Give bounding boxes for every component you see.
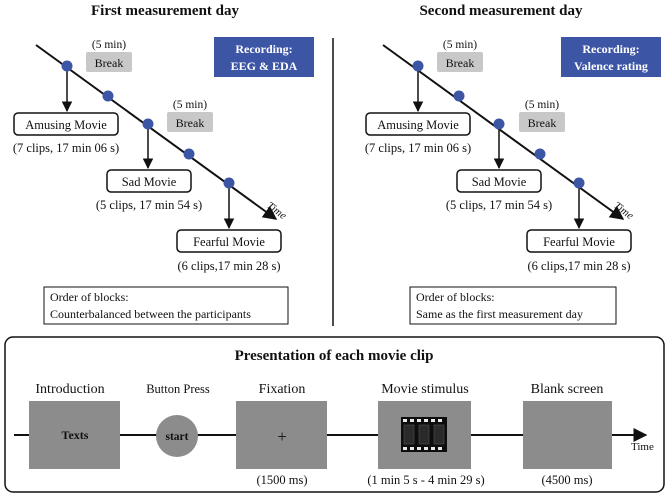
order-of-blocks-box: [409, 286, 617, 325]
order-of-blocks-box: [43, 286, 289, 325]
fearful-movie-box: [526, 229, 632, 253]
amusing-movie-box: [365, 112, 471, 136]
sad-movie-detail: (5 clips, 17 min 54 s): [446, 198, 552, 212]
movie-stimulus-duration: (1 min 5 s - 4 min 29 s): [367, 473, 484, 487]
timeline-arrow: [382, 44, 625, 220]
amusing-movie-label: Amusing Movie: [25, 118, 107, 132]
introduction-screen-text: Texts: [62, 428, 89, 442]
timeline-dot: [102, 90, 114, 102]
timeline-dot: [534, 148, 546, 160]
recording-box: [561, 37, 661, 77]
break2-box: [519, 112, 565, 132]
presentation-title: Presentation of each movie clip: [235, 348, 434, 364]
button-press-label: Button Press: [146, 382, 210, 396]
introduction-label: Introduction: [35, 382, 104, 397]
order-title: Order of blocks:: [416, 290, 495, 304]
timeline-dot: [573, 177, 585, 189]
break1-box: [437, 52, 483, 72]
sad-movie-detail: (5 clips, 17 min 54 s): [96, 198, 202, 212]
time-label: Time: [631, 441, 654, 453]
timeline-dot: [412, 60, 424, 72]
amusing-movie-detail: (7 clips, 17 min 06 s): [13, 141, 119, 155]
break1-duration: (5 min): [443, 39, 477, 51]
break2-duration: (5 min): [525, 99, 559, 111]
amusing-movie-label: Amusing Movie: [377, 118, 459, 132]
fixation-duration: (1500 ms): [256, 473, 307, 487]
break1-label: Break: [446, 56, 475, 70]
first-day-panel: First measurement day Recording: EEG & E…: [13, 3, 314, 325]
sad-movie-box: [106, 169, 192, 193]
second-day-title: Second measurement day: [419, 3, 583, 19]
timeline-dot: [453, 90, 465, 102]
amusing-movie-box: [13, 112, 119, 136]
sad-movie-label: Sad Movie: [472, 175, 527, 189]
timeline-dot: [493, 118, 505, 130]
timeline-dot: [183, 148, 195, 160]
fixation-label: Fixation: [259, 382, 306, 397]
movie-clip-presentation-panel: Presentation of each movie clip Time Int…: [4, 336, 665, 493]
timeline-arrow: [35, 44, 278, 220]
sad-movie-label: Sad Movie: [122, 175, 177, 189]
recording-title: Recording:: [582, 42, 639, 56]
break2-label: Break: [176, 116, 205, 130]
fearful-movie-detail: (6 clips,17 min 28 s): [527, 259, 630, 273]
timeline-dot: [61, 60, 73, 72]
order-description: Counterbalanced between the participants: [50, 307, 251, 321]
break1-box: [86, 52, 132, 72]
first-day-title: First measurement day: [91, 3, 240, 19]
timeline-dot: [142, 118, 154, 130]
movie-stimulus-label: Movie stimulus: [381, 382, 469, 397]
fearful-movie-label: Fearful Movie: [193, 235, 265, 249]
break2-box: [167, 112, 213, 132]
blank-screen: [523, 401, 612, 469]
second-day-panel: Second measurement day Recording: Valenc…: [365, 3, 661, 325]
film-strip-icon: [401, 417, 447, 452]
fearful-movie-box: [176, 229, 282, 253]
recording-box: [214, 37, 314, 77]
timeline-dot: [223, 177, 235, 189]
start-button-text: start: [166, 431, 189, 443]
blank-screen-label: Blank screen: [531, 382, 604, 397]
fixation-cross: +: [277, 427, 287, 446]
recording-measures: EEG & EDA: [231, 59, 298, 73]
recording-title: Recording:: [235, 42, 292, 56]
break2-label: Break: [528, 116, 557, 130]
sad-movie-box: [456, 169, 542, 193]
time-label: Time: [611, 200, 635, 222]
blank-screen-duration: (4500 ms): [541, 473, 592, 487]
time-label: Time: [264, 200, 288, 222]
order-title: Order of blocks:: [50, 290, 129, 304]
introduction-screen: [29, 401, 120, 469]
amusing-movie-detail: (7 clips, 17 min 06 s): [365, 141, 471, 155]
recording-measures: Valence rating: [574, 59, 648, 73]
break1-duration: (5 min): [92, 39, 126, 51]
fearful-movie-detail: (6 clips,17 min 28 s): [177, 259, 280, 273]
start-button-circle: [156, 415, 198, 457]
break2-duration: (5 min): [173, 99, 207, 111]
fixation-screen: [236, 401, 327, 469]
break1-label: Break: [95, 56, 124, 70]
fearful-movie-label: Fearful Movie: [543, 235, 615, 249]
order-description: Same as the first measurement day: [416, 307, 583, 321]
